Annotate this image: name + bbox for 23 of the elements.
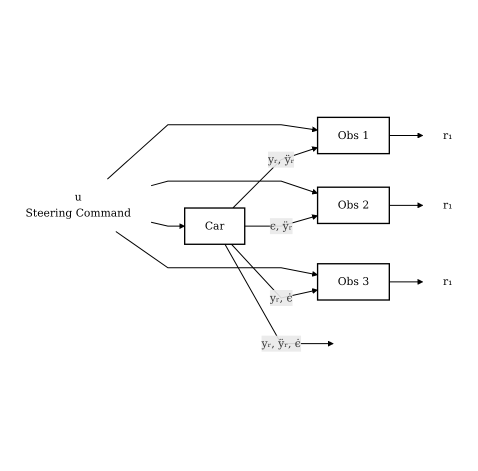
- arrow: [107, 124, 318, 180]
- arrow: [231, 244, 318, 298]
- arrow: [389, 202, 424, 208]
- node-box: Obs 3: [316, 263, 390, 301]
- node-box: Obs 2: [316, 186, 390, 224]
- edge-label: yᵣ, ÿᵣ: [268, 152, 294, 166]
- arrow: [151, 222, 185, 230]
- node-text: r₁: [443, 275, 452, 288]
- arrow: [389, 278, 424, 285]
- node-box: Car: [184, 207, 246, 245]
- arrow: [389, 132, 424, 138]
- node-text: r₁: [443, 128, 452, 142]
- edge-label: ϵ, ÿᵣ: [270, 219, 292, 232]
- node-box: Obs 1: [316, 116, 390, 154]
- arrow: [116, 231, 318, 277]
- arrow: [244, 214, 318, 227]
- node-text: r₁: [443, 198, 452, 212]
- arrow: [150, 180, 318, 194]
- edge-label: yᵣ, ϵ̇: [270, 291, 292, 304]
- edge-label: yᵣ, ÿᵣ, ϵ̇: [262, 336, 301, 350]
- arrow: [224, 244, 334, 347]
- arrow: [232, 146, 318, 208]
- node-text: u Steering Command: [26, 190, 131, 220]
